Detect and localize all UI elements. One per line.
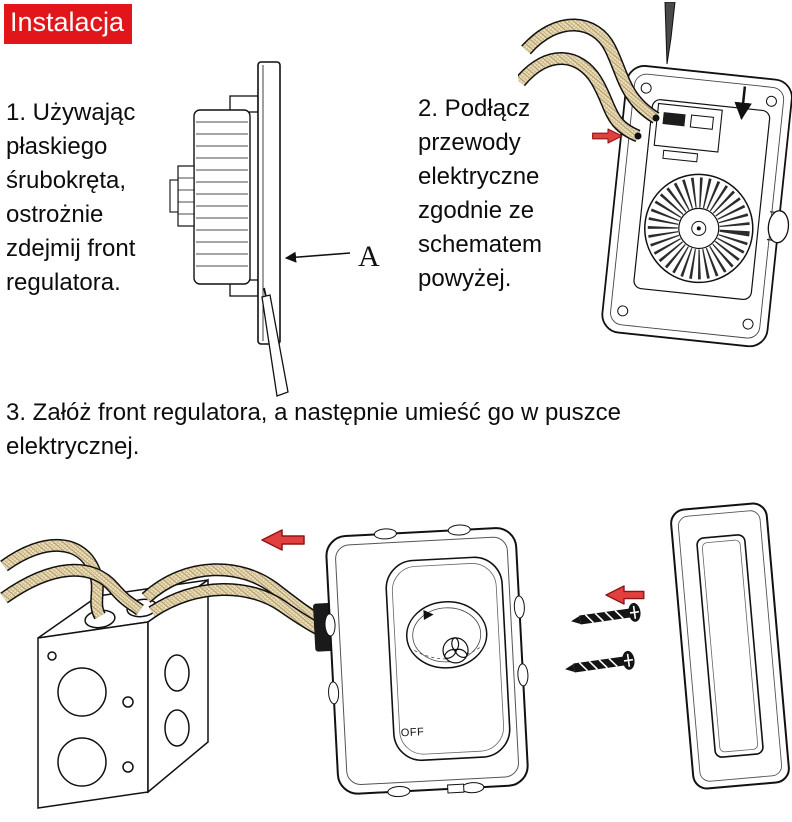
wall-plate-back	[601, 65, 792, 348]
junction-box	[37, 578, 209, 809]
screw-icon	[568, 601, 643, 632]
step2-illustration	[518, 2, 792, 348]
step3-illustration: OFF	[0, 502, 790, 809]
wire	[522, 20, 659, 123]
knockout	[57, 737, 107, 787]
side-terminal	[766, 210, 790, 244]
side-clip	[513, 595, 525, 619]
wire	[149, 584, 327, 637]
step-3-text: 3. Załóż front regulatora, a następnie u…	[6, 399, 621, 461]
body-ribs	[196, 121, 248, 267]
heat-sink	[644, 173, 754, 284]
wires	[518, 18, 660, 143]
screwdriver-icon	[261, 287, 289, 397]
red-arrow-icon	[261, 529, 305, 551]
red-arrow-icon	[605, 585, 645, 605]
pointer-a: A	[284, 240, 380, 273]
side-clip	[447, 524, 471, 536]
terminal-slot	[662, 112, 686, 127]
side-clip	[328, 681, 340, 705]
knob-marker	[423, 610, 434, 621]
wire	[1, 565, 143, 615]
off-label: OFF	[400, 726, 424, 739]
wire-end	[652, 114, 660, 122]
regulator-body	[193, 109, 251, 285]
knob-shaft	[177, 165, 195, 227]
side-clip	[387, 786, 411, 798]
side-clip	[324, 613, 336, 637]
knockout	[57, 667, 107, 717]
step-2-text: 2. Podłącz przewody elektryczne zgodnie …	[418, 95, 543, 293]
step-1-text: 1. Używając płaskiego śrubokręta, ostroż…	[6, 99, 136, 297]
side-clip	[373, 528, 397, 540]
regulator-front: OFF	[313, 524, 529, 798]
insert-direction-arrow	[734, 86, 752, 121]
knockout	[164, 654, 190, 692]
frame-opening	[696, 534, 764, 758]
shaft-tip	[169, 179, 179, 213]
screw-icon	[562, 649, 637, 680]
decor-frame	[670, 502, 790, 790]
knockout	[164, 709, 190, 747]
screwdriver-icon	[664, 2, 676, 65]
side-clip	[517, 663, 529, 687]
bottom-notch	[447, 783, 465, 794]
wire	[518, 53, 641, 141]
wires	[0, 538, 327, 638]
arrow-a-line	[284, 251, 351, 263]
fan-icon	[442, 637, 469, 664]
corner-boss	[640, 82, 652, 94]
latch	[662, 149, 699, 163]
page-title: Instalacja	[4, 4, 133, 44]
wire	[142, 564, 327, 627]
label-a: A	[358, 240, 380, 273]
wire-end	[634, 132, 642, 140]
step1-illustration: A	[169, 61, 380, 397]
radial-fins	[647, 177, 750, 280]
